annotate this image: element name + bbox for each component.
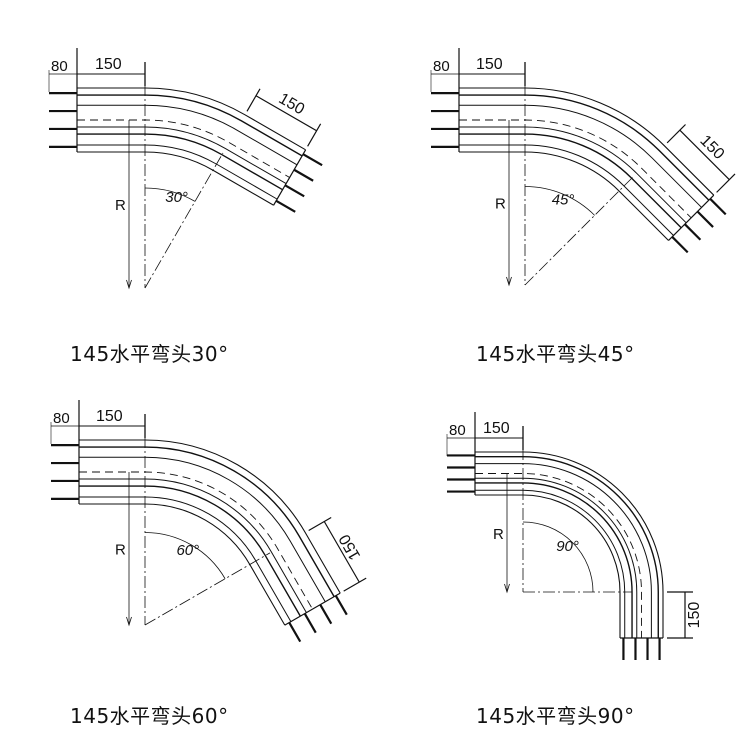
connector-stub — [293, 168, 314, 182]
busbar-line — [475, 473, 642, 638]
dimension-line-150-end — [255, 95, 317, 132]
connector-stub — [319, 604, 333, 625]
dimension-line-150-end — [323, 521, 360, 583]
connector-stub — [709, 198, 727, 216]
busbar-line — [475, 494, 621, 638]
dimension-150-label: 150 — [95, 56, 122, 73]
end-cap-right — [284, 592, 341, 626]
caption-45: 145水平弯头45° — [476, 342, 635, 366]
caption-60: 145水平弯头60° — [70, 704, 229, 728]
busbar-line — [77, 133, 283, 191]
dimension-150-end-label: 150 — [276, 90, 308, 118]
angle-arc — [522, 521, 594, 593]
connector-stub — [696, 210, 714, 228]
busbar-line — [459, 87, 715, 196]
dimension-tick — [343, 577, 367, 592]
busbar-line — [475, 489, 626, 638]
dimension-tick — [307, 123, 322, 147]
radius-arrow — [504, 583, 510, 594]
dimension-tick — [716, 173, 736, 193]
busbar-line — [77, 126, 287, 185]
busbar-line — [459, 144, 674, 236]
busbar-line — [475, 482, 633, 638]
angle-label: 90° — [556, 538, 579, 555]
busbar-line — [475, 477, 638, 638]
radius-label: R — [495, 196, 506, 213]
busbar-line — [459, 94, 710, 201]
connector-stub — [284, 184, 305, 198]
connector-stub — [334, 595, 348, 616]
end-cap-right — [668, 194, 715, 241]
angle-arc — [524, 186, 595, 216]
busbar-line — [77, 119, 290, 178]
connector-stub — [303, 613, 317, 634]
radius-label: R — [115, 197, 126, 214]
center-line — [144, 552, 271, 626]
radius-label: R — [115, 542, 126, 559]
angle-label: 30° — [165, 189, 188, 206]
dimension-line-150-end — [679, 129, 730, 181]
radius-label: R — [493, 526, 504, 543]
center-line — [144, 152, 224, 289]
angle-arc — [144, 532, 226, 579]
dimension-150-end-label: 150 — [696, 132, 727, 163]
dimension-150-end-label: 150 — [336, 531, 364, 563]
center-line — [524, 176, 634, 286]
connector-stub — [288, 622, 302, 643]
dimension-150-label: 150 — [483, 420, 510, 437]
busbar-line — [459, 151, 669, 241]
dimension-tick — [308, 516, 332, 532]
end-cap-right — [273, 149, 307, 206]
connector-stub — [684, 223, 702, 241]
busbar-line — [79, 439, 341, 594]
busbar-line — [79, 503, 286, 626]
dimension-80-label: 80 — [433, 58, 450, 75]
radius-arrow — [506, 276, 512, 287]
busbar-line — [77, 104, 298, 166]
busbar-line — [79, 478, 307, 613]
busbar-line — [79, 485, 301, 617]
radius-arrow — [126, 616, 132, 627]
busbar-line — [459, 104, 702, 208]
busbar-line — [79, 496, 292, 622]
dimension-tick — [246, 88, 261, 112]
dimension-80-label: 80 — [53, 410, 70, 427]
connector-stub — [671, 236, 689, 254]
connector-stub — [275, 199, 296, 213]
dimension-150-label: 150 — [96, 408, 123, 425]
busbar-line — [79, 471, 313, 610]
busbar-line — [79, 456, 326, 603]
angle-label: 60° — [176, 542, 199, 559]
angle-label: 45° — [552, 192, 575, 209]
dimension-150-end-label: 150 — [686, 602, 703, 629]
busbar-line — [459, 133, 682, 229]
busbar-line — [459, 119, 692, 219]
dimension-80-label: 80 — [449, 422, 466, 439]
busbar-line — [459, 126, 687, 224]
angle-arc — [144, 187, 196, 202]
dimension-150-label: 150 — [476, 56, 503, 73]
busbar-line — [475, 456, 659, 638]
dimension-tick — [666, 124, 686, 144]
caption-90: 145水平弯头90° — [476, 704, 635, 728]
dimension-80-label: 80 — [51, 58, 68, 75]
busbar-line — [475, 451, 664, 638]
caption-30: 145水平弯头30° — [70, 342, 229, 366]
busbar-line — [79, 446, 335, 597]
connector-stub — [302, 153, 323, 167]
busbar-line — [77, 94, 303, 157]
busbar-line — [77, 87, 306, 151]
radius-arrow — [126, 279, 132, 290]
busbar-line — [475, 463, 652, 638]
